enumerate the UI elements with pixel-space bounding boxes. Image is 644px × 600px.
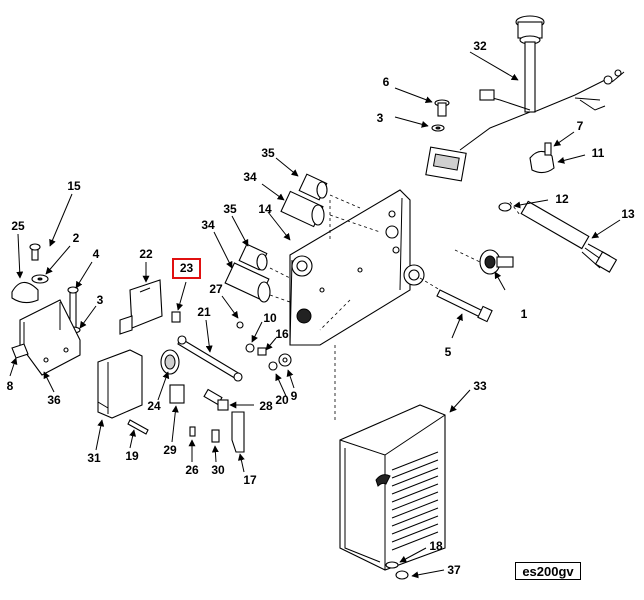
nut-part: [268, 361, 278, 371]
washer-part: [245, 343, 255, 353]
fitting-part: [479, 249, 514, 275]
callout-7: 7: [577, 119, 584, 133]
terminal-part: [169, 384, 185, 404]
callout-27: 27: [209, 282, 223, 296]
highlight-box: [172, 258, 201, 279]
enclosure-part: [339, 404, 446, 571]
callout-37: 37: [447, 563, 461, 577]
screw-part: [127, 419, 149, 435]
callout-20: 20: [275, 393, 289, 407]
cover-part: [97, 349, 143, 419]
callout-10: 10: [263, 311, 277, 325]
clamp-part: [529, 142, 555, 174]
terminal-part: [203, 388, 229, 411]
callout-23-highlighted: 23: [179, 261, 194, 275]
standoff-part: [224, 243, 271, 303]
callout-16: 16: [275, 327, 289, 341]
bus-bar-part: [177, 335, 243, 382]
callout-36: 36: [47, 393, 61, 407]
callout-2: 2: [73, 231, 80, 245]
mounting-plate-part: [289, 189, 425, 346]
strap-part: [231, 411, 245, 453]
callout-8: 8: [7, 379, 14, 393]
callout-28: 28: [259, 399, 273, 413]
bracket-assembly-part: [11, 243, 81, 376]
callout-1: 1: [521, 307, 528, 321]
callout-3: 3: [377, 111, 384, 125]
callout-30: 30: [211, 463, 225, 477]
callout-33: 33: [473, 379, 487, 393]
callout-31: 31: [87, 451, 101, 465]
screw-part: [395, 570, 409, 580]
wiring-harness-part: [425, 15, 625, 182]
connector-part: [160, 349, 180, 375]
callout-12: 12: [555, 192, 569, 206]
pin-part: [211, 429, 220, 443]
screw-part: [171, 311, 181, 323]
callout-24: 24: [147, 399, 161, 413]
pin-part: [431, 99, 450, 132]
callout-21: 21: [197, 305, 211, 319]
callout-26: 26: [185, 463, 199, 477]
reference-code-label: es200gv: [515, 562, 581, 580]
washer-part: [385, 561, 399, 569]
callout-25: 25: [11, 219, 25, 233]
callout-18: 18: [429, 539, 443, 553]
leader-arrows: [9, 51, 621, 579]
pin-part: [189, 426, 196, 437]
callout-13: 13: [621, 207, 635, 221]
callout-34: 34: [243, 170, 257, 184]
bolt-part: [436, 289, 493, 323]
callout-15: 15: [67, 179, 81, 193]
callout-17: 17: [243, 473, 257, 487]
callout-4: 4: [93, 247, 100, 261]
callout-6: 6: [383, 75, 390, 89]
callout-14: 14: [258, 202, 272, 216]
sensor-part: [520, 200, 618, 273]
callout-35: 35: [261, 146, 275, 160]
callout-19: 19: [125, 449, 139, 463]
callout-32: 32: [473, 39, 487, 53]
callout-22: 22: [139, 247, 153, 261]
callout-11: 11: [592, 146, 605, 160]
callout-34: 34: [201, 218, 215, 232]
o-ring-part: [498, 202, 512, 212]
callout-3: 3: [97, 293, 104, 307]
standoff-part: [280, 173, 328, 228]
washer-part: [282, 357, 288, 363]
callout-35: 35: [223, 202, 237, 216]
nut-part: [236, 321, 244, 329]
callout-9: 9: [291, 389, 298, 403]
callout-29: 29: [163, 443, 177, 457]
callout-5: 5: [445, 345, 452, 359]
screw-part: [257, 347, 267, 356]
callout-labels: 1 2 3 3 4 5 6 7 8 9 10 11 12 13 14 15 16…: [7, 39, 635, 577]
bracket-part: [119, 279, 163, 335]
